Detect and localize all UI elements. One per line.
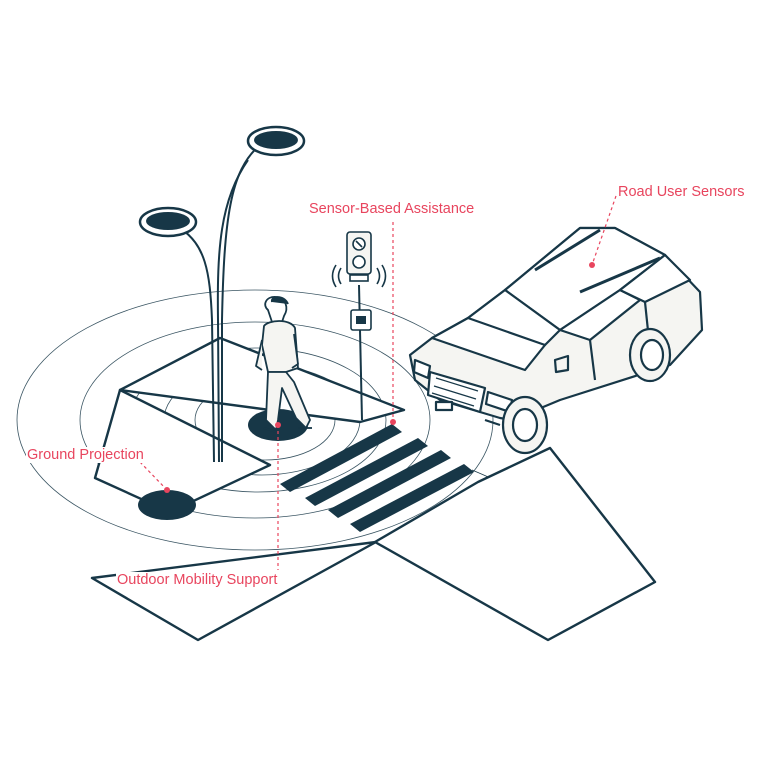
label-sensor-based-assistance: Sensor-Based Assistance [308,201,476,217]
leader-road-user-sensors [591,195,617,266]
dot-ground-projection [164,487,170,493]
leader-ground-projection [139,461,168,491]
sidewalk-right [373,446,657,642]
suv-icon [408,226,704,455]
label-outdoor-mobility-support: Outdoor Mobility Support [116,572,279,588]
label-road-user-sensors: Road User Sensors [617,184,746,200]
leader-dots [164,262,595,493]
label-ground-projection: Ground Projection [26,447,145,463]
traffic-signal-icon [331,231,387,421]
dot-sensor-assistance [390,419,396,425]
sidewalks [90,336,657,642]
ground-projection-disc [138,490,196,520]
dot-road-user-sensors [589,262,595,268]
dot-outdoor-mobility [275,422,281,428]
street-lamp-icon [138,125,306,463]
crosswalk-icon [280,424,474,532]
pedestrian-icon [255,296,312,433]
sidewalk-front-left [90,540,378,642]
leader-lines [139,195,617,570]
